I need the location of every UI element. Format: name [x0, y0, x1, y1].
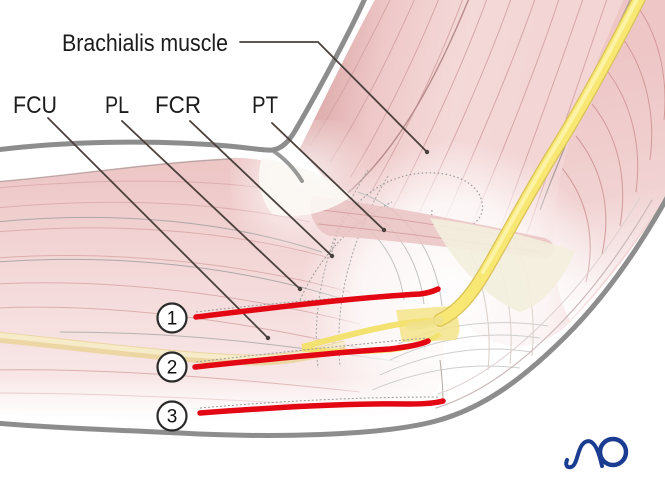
ao-logo — [564, 436, 629, 470]
incision-number-1: 1 — [156, 302, 188, 334]
leader-fcu — [47, 117, 269, 339]
ao-logo-a — [564, 439, 604, 470]
biceps-tendon — [406, 0, 647, 330]
leader-brachialis — [239, 41, 428, 153]
label-fcu: FCU — [13, 92, 57, 119]
leader-lines — [47, 41, 430, 341]
incision-line-2 — [192, 338, 431, 370]
leader-pl — [121, 120, 301, 290]
fascia-wedge — [430, 218, 575, 312]
incision-line-1 — [193, 286, 441, 320]
label-brachialis-muscle: Brachialis muscle — [62, 30, 228, 57]
label-pt: PT — [252, 92, 278, 119]
label-fcr: FCR — [155, 92, 201, 119]
incision-number-2: 2 — [156, 351, 188, 383]
incision-line-3 — [197, 398, 446, 416]
skin-outline — [0, 0, 665, 438]
incision-markers: 1 2 3 — [156, 286, 446, 432]
incision-number-3: 3 — [156, 400, 188, 432]
crease-fascia — [258, 158, 352, 216]
incision-number-2-text: 2 — [167, 358, 178, 379]
label-pl: PL — [105, 92, 129, 119]
ao-logo-o — [597, 436, 629, 468]
leader-pt — [271, 122, 385, 231]
incision-number-1-text: 1 — [167, 309, 178, 330]
anatomy-artwork — [0, 0, 665, 440]
labels: Brachialis muscle FCU PL FCR PT — [13, 30, 278, 119]
leader-fcr — [189, 120, 333, 257]
incision-number-3-text: 3 — [167, 407, 178, 428]
